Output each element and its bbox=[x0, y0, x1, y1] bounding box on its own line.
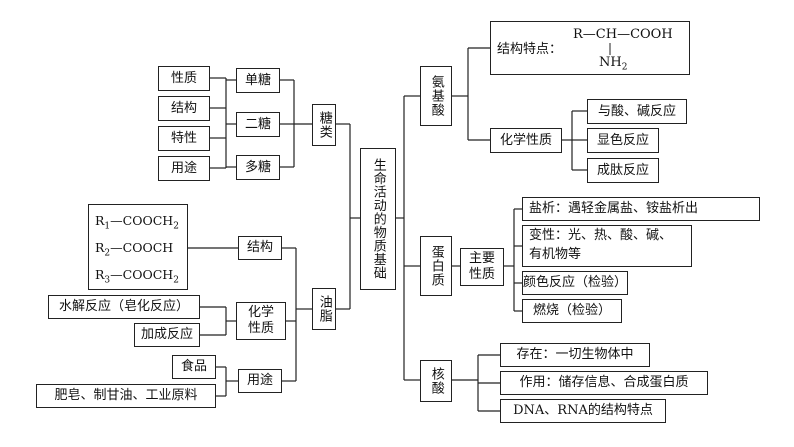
fat-use-food: 食品 bbox=[172, 355, 216, 379]
center-title: 生命活动的物质基础 bbox=[370, 158, 386, 280]
nucleic-acid-node: 核酸 bbox=[420, 360, 452, 402]
fat-use-industry: 肥皂、制甘油、工业原料 bbox=[36, 384, 216, 408]
fat-label: 油脂 bbox=[316, 295, 332, 323]
fat-formula-line3: R3—COOCH2 bbox=[95, 267, 179, 286]
nucleic-function: 作用：储存信息、合成蛋白质 bbox=[500, 371, 708, 395]
sugar-label: 糖类 bbox=[316, 111, 332, 139]
fat-formula-line2: R2—COOCH bbox=[95, 240, 174, 259]
protein-label: 蛋白质 bbox=[428, 245, 444, 287]
amino-formula-top: R—CH—COOH bbox=[573, 27, 673, 42]
amino-acid-label: 氨基酸 bbox=[428, 75, 444, 117]
amino-prop-peptide: 成肽反应 bbox=[587, 158, 659, 183]
center-node: 生命活动的物质基础 bbox=[360, 148, 396, 290]
amino-prop-color: 显色反应 bbox=[587, 128, 659, 153]
fat-formula-box: R1—COOCH2 R2—COOCH R3—COOCH2 bbox=[88, 204, 188, 290]
sugar-type-disaccharide: 二糖 bbox=[236, 112, 280, 137]
sugar-node: 糖类 bbox=[312, 104, 336, 146]
protein-node: 蛋白质 bbox=[420, 236, 452, 296]
sugar-aspect-uses: 用途 bbox=[158, 156, 210, 181]
amino-formula-nh2: NH2 bbox=[599, 55, 628, 73]
nucleic-existence: 存在：一切生物体中 bbox=[500, 343, 650, 367]
sugar-aspect-structure: 结构 bbox=[158, 96, 210, 121]
fat-chem-props-label: 化学性质 bbox=[247, 304, 274, 336]
fat-reaction-addition: 加成反应 bbox=[134, 323, 200, 347]
amino-formula-bond bbox=[609, 43, 611, 55]
amino-chem-props: 化学性质 bbox=[490, 128, 562, 153]
sugar-aspect-characteristics: 特性 bbox=[158, 126, 210, 151]
protein-prop-burning: 燃烧（检验） bbox=[522, 299, 622, 323]
protein-main-props: 主要性质 bbox=[460, 248, 504, 286]
sugar-aspect-properties: 性质 bbox=[158, 66, 210, 91]
protein-prop-denaturation: 变性：光、热、酸、碱、有机物等 bbox=[522, 225, 692, 267]
amino-structure-box: 结构特点： R—CH—COOH NH2 bbox=[490, 21, 690, 75]
sugar-type-polysaccharide: 多糖 bbox=[236, 155, 280, 180]
protein-prop-denaturation-text: 变性：光、热、酸、碱、有机物等 bbox=[529, 228, 673, 262]
nucleic-acid-label: 核酸 bbox=[428, 367, 444, 395]
amino-prop-acid-base: 与酸、碱反应 bbox=[587, 99, 687, 124]
protein-prop-color-reaction: 颜色反应（检验） bbox=[522, 271, 628, 295]
amino-acid-node: 氨基酸 bbox=[420, 66, 452, 126]
fat-formula-line1: R1—COOCH2 bbox=[95, 213, 179, 232]
fat-chem-props: 化学性质 bbox=[236, 302, 286, 340]
protein-main-props-label: 主要性质 bbox=[468, 250, 495, 282]
fat-reaction-hydrolysis: 水解反应（皂化反应） bbox=[48, 295, 200, 319]
fat-node: 油脂 bbox=[312, 288, 336, 330]
nucleic-structure: DNA、RNA的结构特点 bbox=[500, 399, 666, 423]
sugar-type-monosaccharide: 单糖 bbox=[236, 68, 280, 93]
amino-structure-label: 结构特点： bbox=[497, 42, 563, 57]
protein-prop-salting-out: 盐析：遇轻金属盐、铵盐析出 bbox=[522, 197, 760, 221]
fat-use: 用途 bbox=[238, 369, 282, 393]
fat-structure: 结构 bbox=[238, 236, 282, 260]
